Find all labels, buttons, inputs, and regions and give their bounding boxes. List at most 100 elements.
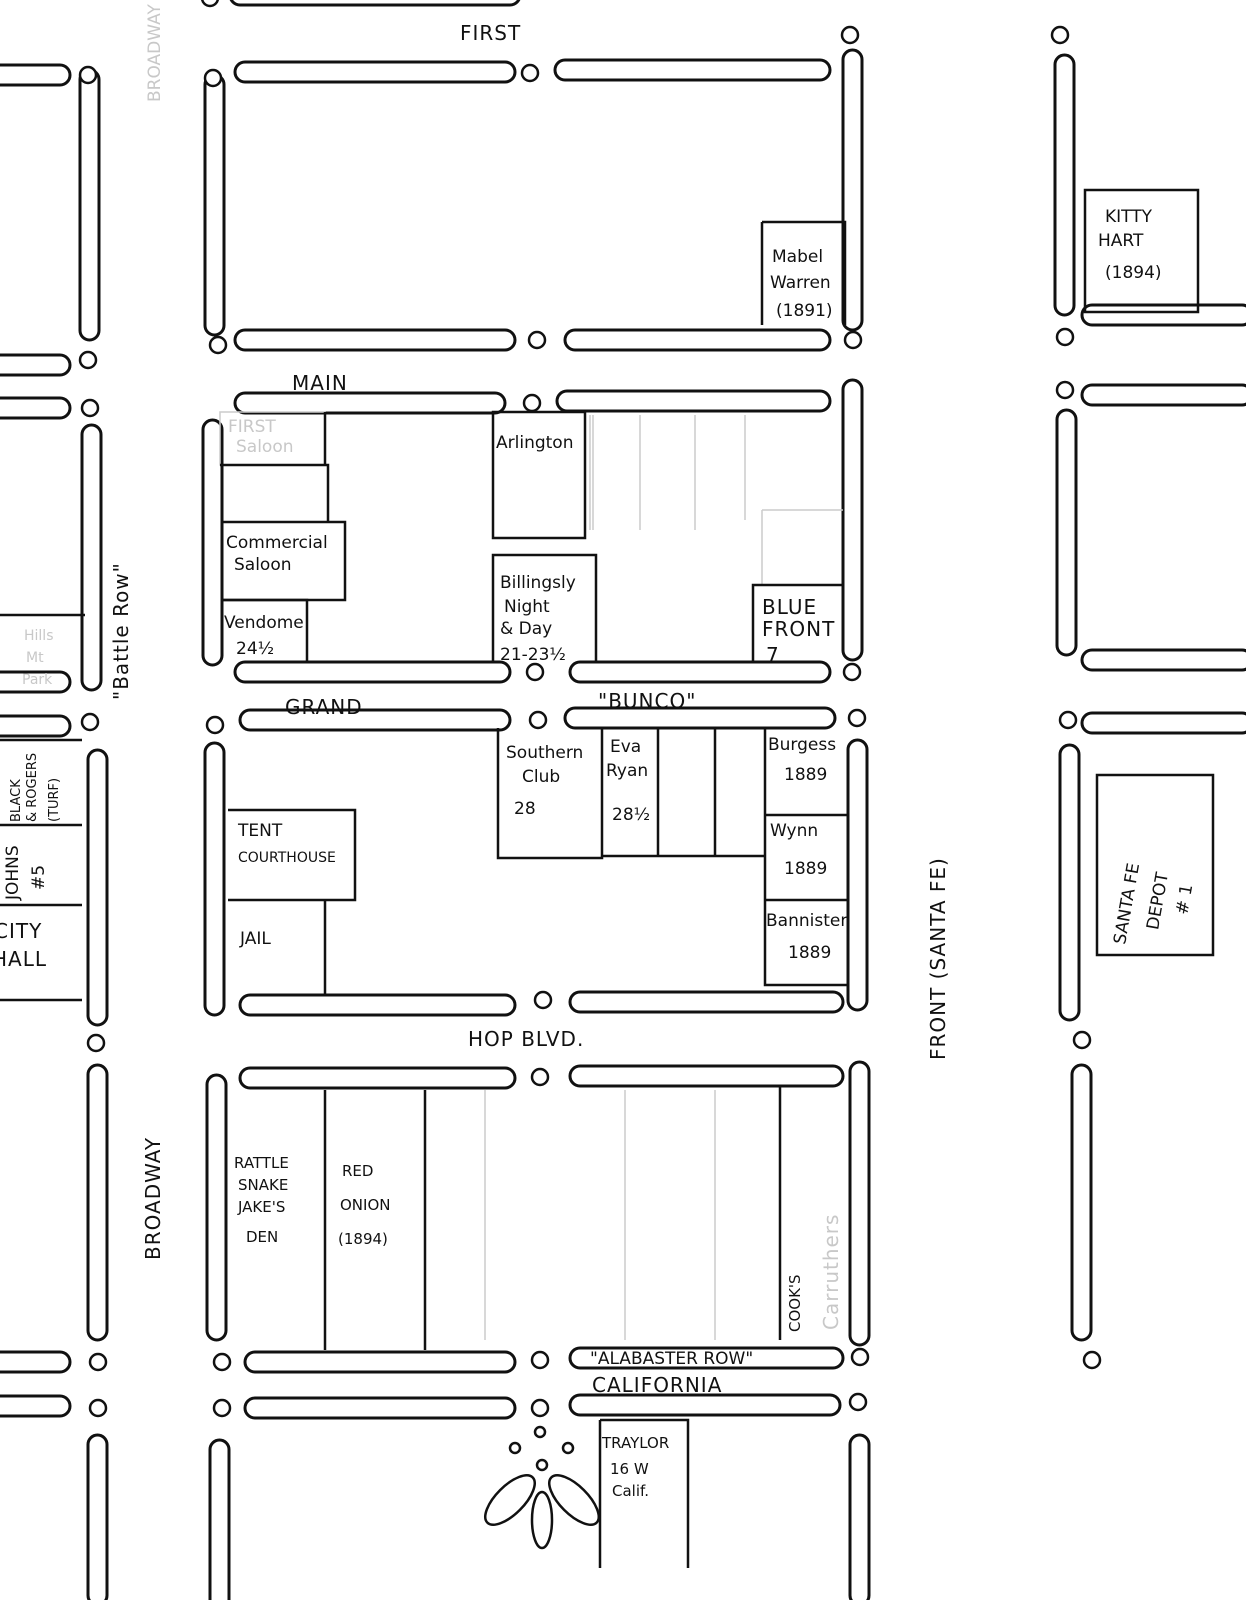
street-segment [233, 328, 517, 352]
svg-text:(1894): (1894) [338, 1230, 388, 1248]
street-segment [568, 1064, 845, 1088]
street-broadway-faint: BROADWAY [145, 4, 165, 102]
street-segment [86, 1433, 109, 1600]
svg-text:Saloon: Saloon [236, 437, 294, 457]
intersection-circle [205, 715, 225, 735]
svg-text:Ryan: Ryan [606, 761, 648, 781]
city-hall: CITY HALL [0, 919, 46, 971]
svg-text:(1894): (1894) [1105, 263, 1162, 283]
svg-text:BLUE: BLUE [762, 595, 817, 619]
arlington: Arlington [496, 433, 573, 453]
svg-text:Mt: Mt [26, 650, 44, 666]
intersection-markers [78, 0, 1102, 1418]
intersection-circle [78, 350, 98, 370]
svg-text:(TURF): (TURF) [47, 778, 62, 822]
street-segment [208, 1438, 231, 1600]
southern-club: Southern Club 28 [506, 743, 583, 819]
svg-text:16 W: 16 W [610, 1460, 649, 1478]
intersection-circle [203, 68, 223, 88]
jail: JAIL [239, 929, 271, 949]
street-segment [1070, 1063, 1093, 1342]
johns-5: JOHNS #5 [3, 845, 49, 901]
street-segment [563, 706, 837, 730]
street-segment [568, 1346, 845, 1370]
svg-text:Warren: Warren [770, 273, 831, 293]
svg-text:Eva: Eva [610, 737, 641, 757]
svg-text:Wynn: Wynn [770, 821, 818, 841]
svg-text:TRAYLOR: TRAYLOR [601, 1434, 669, 1452]
intersection-circle [847, 708, 867, 728]
svg-text:Hills: Hills [24, 628, 54, 644]
intersection-circle [1072, 1030, 1092, 1050]
intersection-circle [527, 330, 547, 350]
svg-text:21-23½: 21-23½ [500, 645, 566, 665]
intersection-circle [843, 330, 863, 350]
intersection-circle [1082, 1350, 1102, 1370]
street-segment [553, 58, 832, 82]
intersection-circle [530, 1398, 550, 1418]
cooks: COOK'S [786, 1274, 804, 1332]
intersection-circle [1050, 25, 1070, 45]
street-segment [233, 60, 517, 84]
street-segment [0, 1394, 72, 1418]
svg-text:JAKE'S: JAKE'S [237, 1198, 285, 1216]
street-segment [555, 389, 832, 413]
burgess: Burgess 1889 [768, 735, 836, 785]
street-segment [233, 660, 512, 684]
intersection-circle [520, 63, 540, 83]
intersection-circle [88, 1352, 108, 1372]
street-segment [563, 328, 832, 352]
svg-text:JOHNS: JOHNS [3, 845, 23, 901]
svg-text:Vendome: Vendome [224, 613, 304, 633]
svg-text:#5: #5 [29, 865, 49, 890]
svg-text:DEPOT: DEPOT [1143, 870, 1173, 931]
street-front-santa-fe: FRONT (SANTA FE) [926, 857, 950, 1060]
santa-fe-depot: SANTA FE DEPOT # 1 [1110, 862, 1197, 946]
carruthers: Carruthers [819, 1214, 843, 1330]
svg-text:Club: Club [522, 767, 560, 787]
svg-text:BLACK: BLACK [9, 779, 24, 822]
intersection-circle [850, 1347, 870, 1367]
svg-text:1889: 1889 [784, 859, 827, 879]
street-segment [1080, 303, 1246, 327]
street-segment [841, 48, 864, 332]
street-segment [848, 1060, 871, 1347]
svg-text:Bannister: Bannister [766, 911, 847, 931]
street-segment [243, 1396, 517, 1420]
intersection-circle [530, 1067, 550, 1087]
svg-text:SNAKE: SNAKE [238, 1176, 288, 1194]
street-segment [846, 738, 869, 1012]
wynn: Wynn 1889 [770, 821, 827, 879]
svg-text:ONION: ONION [340, 1196, 390, 1214]
intersection-circle [86, 1033, 106, 1053]
street-segment [0, 353, 72, 377]
building-labels: Mabel Warren (1891) KITTY HART (1894) FI… [0, 207, 1197, 1500]
svg-text:28: 28 [514, 799, 536, 819]
svg-text:7: 7 [766, 643, 780, 667]
black-and-rogers-turf: BLACK & ROGERS (TURF) [9, 753, 62, 822]
intersection-circle [88, 1398, 108, 1418]
intersection-circle [1055, 380, 1075, 400]
svg-text:RATTLE: RATTLE [234, 1154, 289, 1172]
alabaster-row: "ALABASTER ROW" [590, 1349, 753, 1369]
street-segment [203, 73, 226, 337]
street-segment [86, 748, 109, 1027]
street-california: CALIFORNIA [592, 1373, 722, 1397]
street-segment [80, 423, 103, 692]
street-segment [205, 1073, 228, 1342]
eva-ryan: Eva Ryan 28½ [606, 737, 650, 825]
svg-text:& ROGERS: & ROGERS [25, 753, 40, 822]
street-segment [0, 396, 72, 420]
svg-text:& Day: & Day [500, 619, 552, 639]
intersection-circle [840, 25, 860, 45]
intersection-circle [530, 1350, 550, 1370]
battle-row: "Battle Row" [109, 562, 133, 700]
street-segment [238, 708, 512, 732]
street-segment [1080, 711, 1246, 735]
svg-text:(1891): (1891) [776, 301, 833, 321]
svg-text:HART: HART [1098, 231, 1144, 251]
street-grand: GRAND [285, 695, 363, 719]
svg-text:1889: 1889 [788, 943, 831, 963]
svg-text:Calif.: Calif. [612, 1482, 649, 1500]
